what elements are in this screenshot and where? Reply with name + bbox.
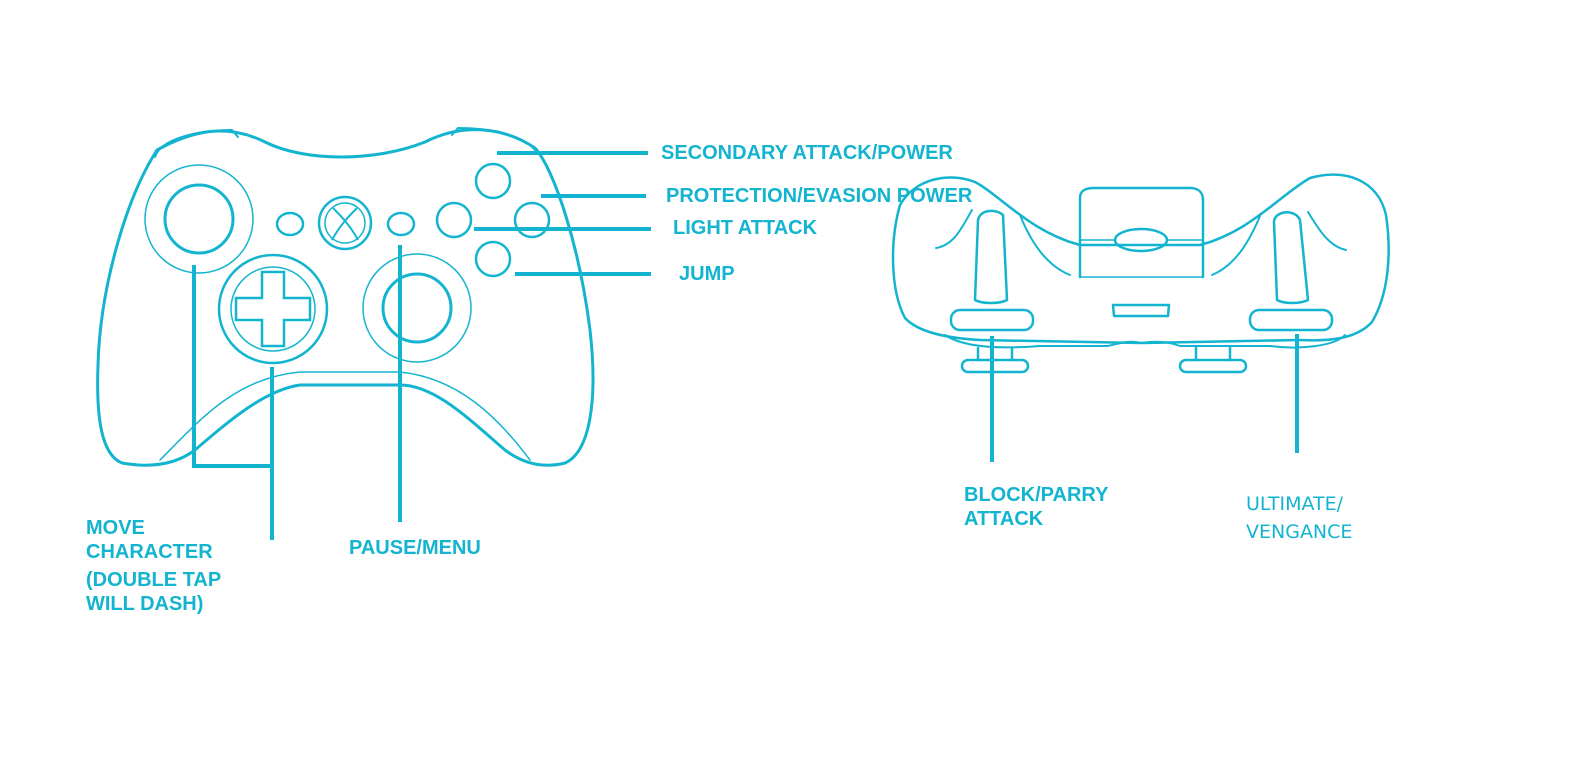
label-move-line2: CHARACTER xyxy=(86,541,213,563)
label-ultimate-line1: ULTIMATE/ xyxy=(1246,493,1344,515)
label-block-line1: BLOCK/PARRY xyxy=(964,484,1109,506)
label-move-character: MOVE CHARACTER (DOUBLE TAP WILL DASH) xyxy=(86,516,221,616)
label-jump: JUMP xyxy=(679,263,735,285)
right-stick-icon xyxy=(362,253,472,363)
gamepad-front-icon xyxy=(96,127,595,467)
dpad-icon xyxy=(217,253,329,365)
label-light-attack: LIGHT ATTACK xyxy=(673,217,818,239)
label-protection-evasion: PROTECTION/EVASION POWER xyxy=(666,185,973,207)
label-ultimate-line2: VENGANCE xyxy=(1246,521,1353,543)
label-pause-menu: PAUSE/MENU xyxy=(349,537,481,559)
label-block-line2: ATTACK xyxy=(964,508,1044,530)
back-button-icon xyxy=(275,211,305,237)
y-button-icon xyxy=(474,162,512,200)
label-secondary-attack: SECONDARY ATTACK/POWER xyxy=(661,142,953,164)
xbox-logo-icon xyxy=(317,195,373,251)
a-button-icon xyxy=(474,240,512,278)
callout-line-move xyxy=(192,265,272,468)
label-move-line3: (DOUBLE TAP xyxy=(86,569,222,591)
b-button-icon xyxy=(513,201,551,239)
label-block-parry: BLOCK/PARRY ATTACK xyxy=(964,483,1108,531)
label-ultimate-vengance: ULTIMATE/ VENGANCE xyxy=(1246,490,1352,546)
label-move-line1: MOVE xyxy=(86,517,145,539)
label-move-line4: WILL DASH) xyxy=(86,593,204,615)
left-stick-icon xyxy=(144,164,254,274)
x-button-icon xyxy=(435,201,473,239)
start-button-icon xyxy=(386,211,416,237)
